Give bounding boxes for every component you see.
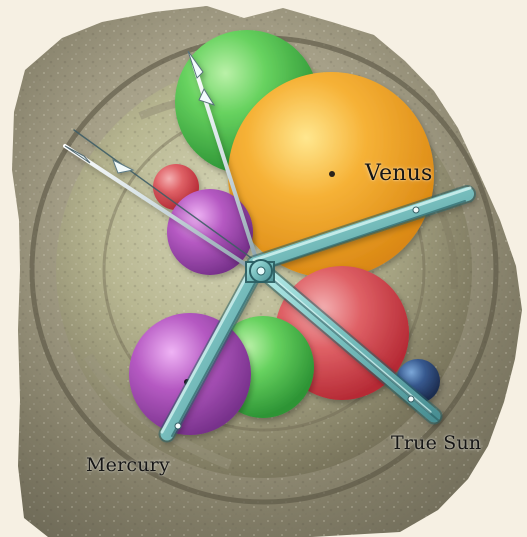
true-sun-label: True Sun <box>391 432 481 454</box>
true-sun-pointer-rivet <box>408 396 414 402</box>
venus-label: Venus <box>365 161 433 186</box>
venus-pointer-rivet <box>413 207 419 213</box>
mercury-label: Mercury <box>86 454 170 476</box>
pivot-center-icon <box>257 267 265 275</box>
venus-center-dot <box>329 171 335 177</box>
mercury-pointer-rivet <box>175 423 181 429</box>
